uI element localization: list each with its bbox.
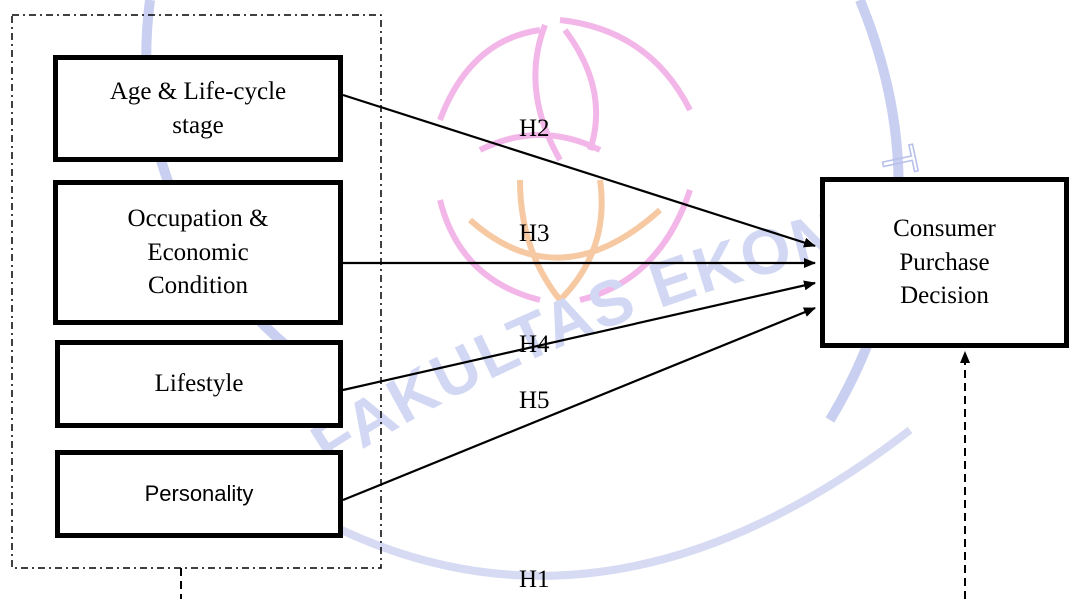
factor-age-box: Age & Life-cycle stage: [53, 55, 343, 162]
factor-lifestyle-box: Lifestyle: [55, 340, 343, 428]
factor-lifestyle-label: Lifestyle: [154, 370, 244, 398]
factor-occupation-line2: Economic: [147, 238, 249, 266]
outcome-line3: Decision: [900, 282, 989, 310]
outcome-line1: Consumer: [893, 214, 996, 242]
factor-personality-label: Personality: [144, 481, 254, 507]
hypothesis-label-h5: H5: [519, 387, 550, 414]
arrow-h4: [342, 280, 816, 392]
factor-age-line1: Age & Life-cycle: [109, 77, 287, 105]
hypothesis-label-h2: H2: [519, 115, 550, 142]
hypothesis-label-h3: H3: [519, 220, 550, 247]
factor-age-line2: stage: [172, 111, 224, 139]
arrow-h2: [342, 93, 816, 248]
arrow-h5: [342, 306, 816, 502]
factor-occupation-line1: Occupation &: [127, 204, 269, 232]
hypothesis-label-h4: H4: [519, 331, 550, 358]
outcome-line2: Purchase: [899, 248, 990, 276]
factor-occupation-line3: Condition: [147, 272, 248, 300]
factor-group-border: [11, 14, 382, 569]
hypothesis-label-h1: H1: [519, 566, 550, 593]
factor-personality-box: Personality: [55, 450, 343, 538]
